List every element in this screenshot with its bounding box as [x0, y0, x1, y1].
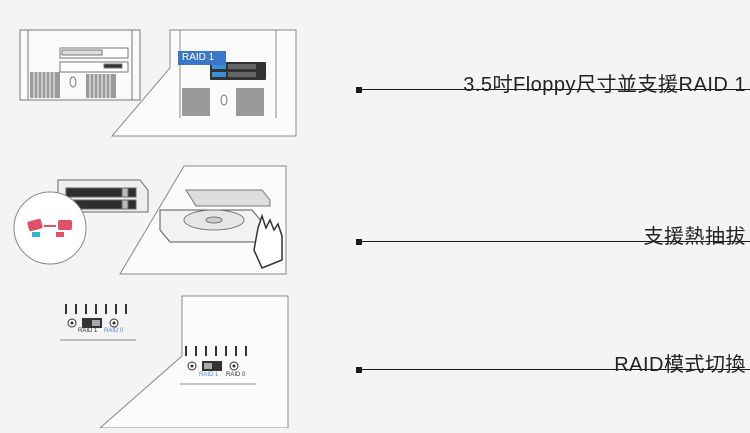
raid-badge-label: RAID 1 [182, 52, 215, 63]
illustration-floppy-bay: RAID 1 [0, 0, 300, 140]
feature-leader-line [362, 89, 750, 90]
illustration-hot-swap [0, 150, 300, 280]
feature-leader-line [362, 369, 750, 370]
feature-leader-line [362, 241, 750, 242]
feature-item-floppy-raid: 3.5吋Floppy尺寸並支援RAID 1 [356, 68, 750, 108]
raid-badge: RAID 1 [178, 51, 226, 65]
feature-item-hot-swap: 支援熱抽拔 [356, 220, 750, 260]
floppy-bay-drawing [19, 29, 297, 137]
switch-b-label-right: RAID 0 [226, 372, 246, 378]
raid-switch-drawing [60, 295, 289, 429]
switch-a-label-right: RAID 0 [104, 328, 124, 334]
bullet-icon [356, 239, 362, 245]
bullet-icon [356, 367, 362, 373]
feature-label: RAID模式切換 [614, 354, 746, 376]
feature-label: 支援熱抽拔 [643, 226, 746, 248]
feature-label: 3.5吋Floppy尺寸並支援RAID 1 [463, 74, 746, 96]
hot-swap-drawing [13, 165, 287, 275]
bullet-icon [356, 87, 362, 93]
feature-item-raid-switch: RAID模式切換 [356, 348, 750, 388]
illustration-raid-switch: RAID 1 RAID 0 RAID 1 RAID 0 [0, 290, 300, 429]
switch-a-label-left: RAID 1 [78, 328, 98, 334]
switch-b-label-left: RAID 1 [199, 372, 219, 378]
